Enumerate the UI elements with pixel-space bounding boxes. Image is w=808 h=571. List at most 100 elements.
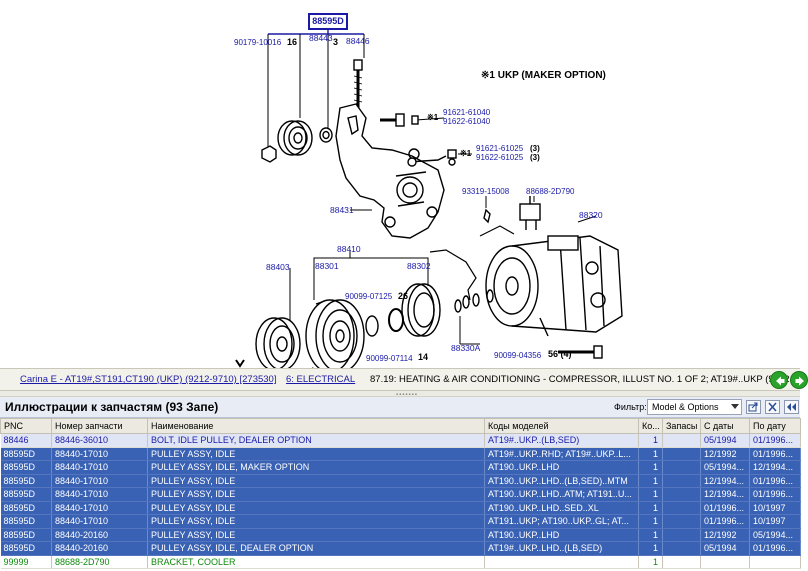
callout-88330a[interactable]: 88330A <box>451 343 481 353</box>
cell-model-codes: AT190..UKP..LHD..ATM; AT191..U... <box>484 487 639 502</box>
column-header-to-date[interactable]: По дату <box>749 418 801 434</box>
column-header-stock[interactable]: Запасы <box>662 418 701 434</box>
cell-qty: 1 <box>638 514 663 529</box>
callout-90099-04356[interactable]: 90099-04356 <box>494 351 542 360</box>
cell-model-codes: AT19#..UKP..LHD..(LB,SED) <box>484 541 639 556</box>
cell-model-codes: AT19#..UKP..RHD; AT19#..UKP..L... <box>484 447 639 461</box>
callout-pnc-88595d[interactable]: 88595D <box>308 13 348 30</box>
callout-91621-61025[interactable]: 91621-61025 <box>476 144 524 153</box>
arrow-right-icon <box>795 376 804 386</box>
qty-26: 26 <box>398 291 409 301</box>
cell-part-number: 88688-2D790 <box>51 555 148 569</box>
callout-93319-15008[interactable]: 93319-15008 <box>462 187 510 196</box>
cell-from-date: 12/1992 <box>700 447 750 461</box>
pane-splitter[interactable]: ▪▪▪▪▪▪▪ <box>0 391 800 398</box>
cell-pnc: 88595D <box>0 541 52 556</box>
cell-to-date: 01/1996... <box>749 541 801 556</box>
cell-from-date: 12/1994... <box>700 474 750 488</box>
callout-91622-61040[interactable]: 91622-61040 <box>443 117 491 126</box>
callout-88443[interactable]: 88443 <box>309 33 333 43</box>
mark-1b: ※1 <box>460 149 472 158</box>
cell-stock <box>662 514 701 529</box>
cell-to-date: 10/1997 <box>749 501 801 515</box>
cell-stock <box>662 460 701 475</box>
qty-3c: (3) <box>530 153 540 162</box>
cell-stock <box>662 487 701 502</box>
export-button[interactable] <box>746 400 761 414</box>
cell-to-date: 01/1996... <box>749 487 801 502</box>
cell-part-number: 88440-17010 <box>51 447 148 461</box>
cell-stock <box>662 555 701 569</box>
close-panel-button[interactable] <box>765 400 780 414</box>
filter-label: Фильтр: <box>614 402 647 412</box>
cell-model-codes: AT191..UKP; AT190..UKP..GL; AT... <box>484 514 639 529</box>
callout-90099-07125[interactable]: 90099-07125 <box>345 292 393 301</box>
cell-part-number: 88446-36010 <box>51 433 148 448</box>
breadcrumb-model-link[interactable]: Carina E - AT19#,ST191,CT190 (UKP) (9212… <box>20 374 277 385</box>
cell-pnc: 88595D <box>0 460 52 475</box>
cell-pnc: 88595D <box>0 474 52 488</box>
cell-qty: 1 <box>638 433 663 448</box>
cell-part-number: 88440-17010 <box>51 514 148 529</box>
cell-qty: 1 <box>638 541 663 556</box>
cell-to-date: 12/1994... <box>749 460 801 475</box>
callout-88446[interactable]: 88446 <box>346 36 370 46</box>
column-header-name[interactable]: Наименование <box>147 418 485 434</box>
mark-1a: ※1 <box>427 113 439 122</box>
table-header-row: PNC Номер запчасти Наименование Коды мод… <box>0 418 801 434</box>
callout-88688-2d790[interactable]: 88688-2D790 <box>526 187 575 196</box>
splitter-grip-icon: ▪▪▪▪▪▪▪ <box>396 392 418 398</box>
qty-16: 16 <box>287 37 298 47</box>
column-header-from-date[interactable]: С даты <box>700 418 750 434</box>
cell-pnc: 88595D <box>0 487 52 502</box>
cell-stock <box>662 528 701 542</box>
callout-91622-61025[interactable]: 91622-61025 <box>476 153 524 162</box>
callout-88320[interactable]: 88320 <box>579 210 603 220</box>
cell-part-number: 88440-17010 <box>51 501 148 515</box>
column-header-part-number[interactable]: Номер запчасти <box>51 418 148 434</box>
filter-select[interactable]: Model & Options <box>647 399 742 415</box>
breadcrumb-group-link[interactable]: 6: ELECTRICAL <box>286 374 356 385</box>
cell-to-date: 01/1996... <box>749 474 801 488</box>
callout-88302[interactable]: 88302 <box>407 261 431 271</box>
cell-part-number: 88440-17010 <box>51 460 148 475</box>
callout-90179-10016[interactable]: 90179-10016 <box>234 38 282 47</box>
callout-88431[interactable]: 88431 <box>330 205 354 215</box>
cell-part-number: 88440-20160 <box>51 528 148 542</box>
cell-part-number: 88440-20160 <box>51 541 148 556</box>
cell-model-codes: AT19#..UKP..(LB,SED) <box>484 433 639 448</box>
callout-88301[interactable]: 88301 <box>315 261 339 271</box>
collapse-panel-button[interactable] <box>784 400 799 414</box>
callout-91621-61040[interactable]: 91621-61040 <box>443 108 491 117</box>
cell-pnc: 88595D <box>0 514 52 529</box>
cell-to-date: 10/1997 <box>749 514 801 529</box>
cell-stock <box>662 433 701 448</box>
callout-88403[interactable]: 88403 <box>266 262 290 272</box>
cell-part-number: 88440-17010 <box>51 487 148 502</box>
callout-90099-07114[interactable]: 90099-07114 <box>366 354 413 363</box>
qty-3: 3 <box>333 37 339 47</box>
column-header-pnc[interactable]: PNC <box>0 418 52 434</box>
cell-from-date: 05/1994 <box>700 541 750 556</box>
export-icon <box>748 402 758 412</box>
qty-14: 14 <box>418 352 429 362</box>
cell-stock <box>662 501 701 515</box>
breadcrumb: Carina E - AT19#,ST191,CT190 (UKP) (9212… <box>0 368 808 391</box>
back-button[interactable] <box>770 371 788 389</box>
callout-88410[interactable]: 88410 <box>337 244 361 254</box>
column-header-model-codes[interactable]: Коды моделей <box>484 418 639 434</box>
forward-button[interactable] <box>790 371 808 389</box>
column-header-qty[interactable]: Ко... <box>638 418 663 434</box>
cell-to-date: 01/1996... <box>749 447 801 461</box>
parts-diagram[interactable]: 88595D ※1 UKP (MAKER OPTION) 90179-10016… <box>0 0 800 373</box>
